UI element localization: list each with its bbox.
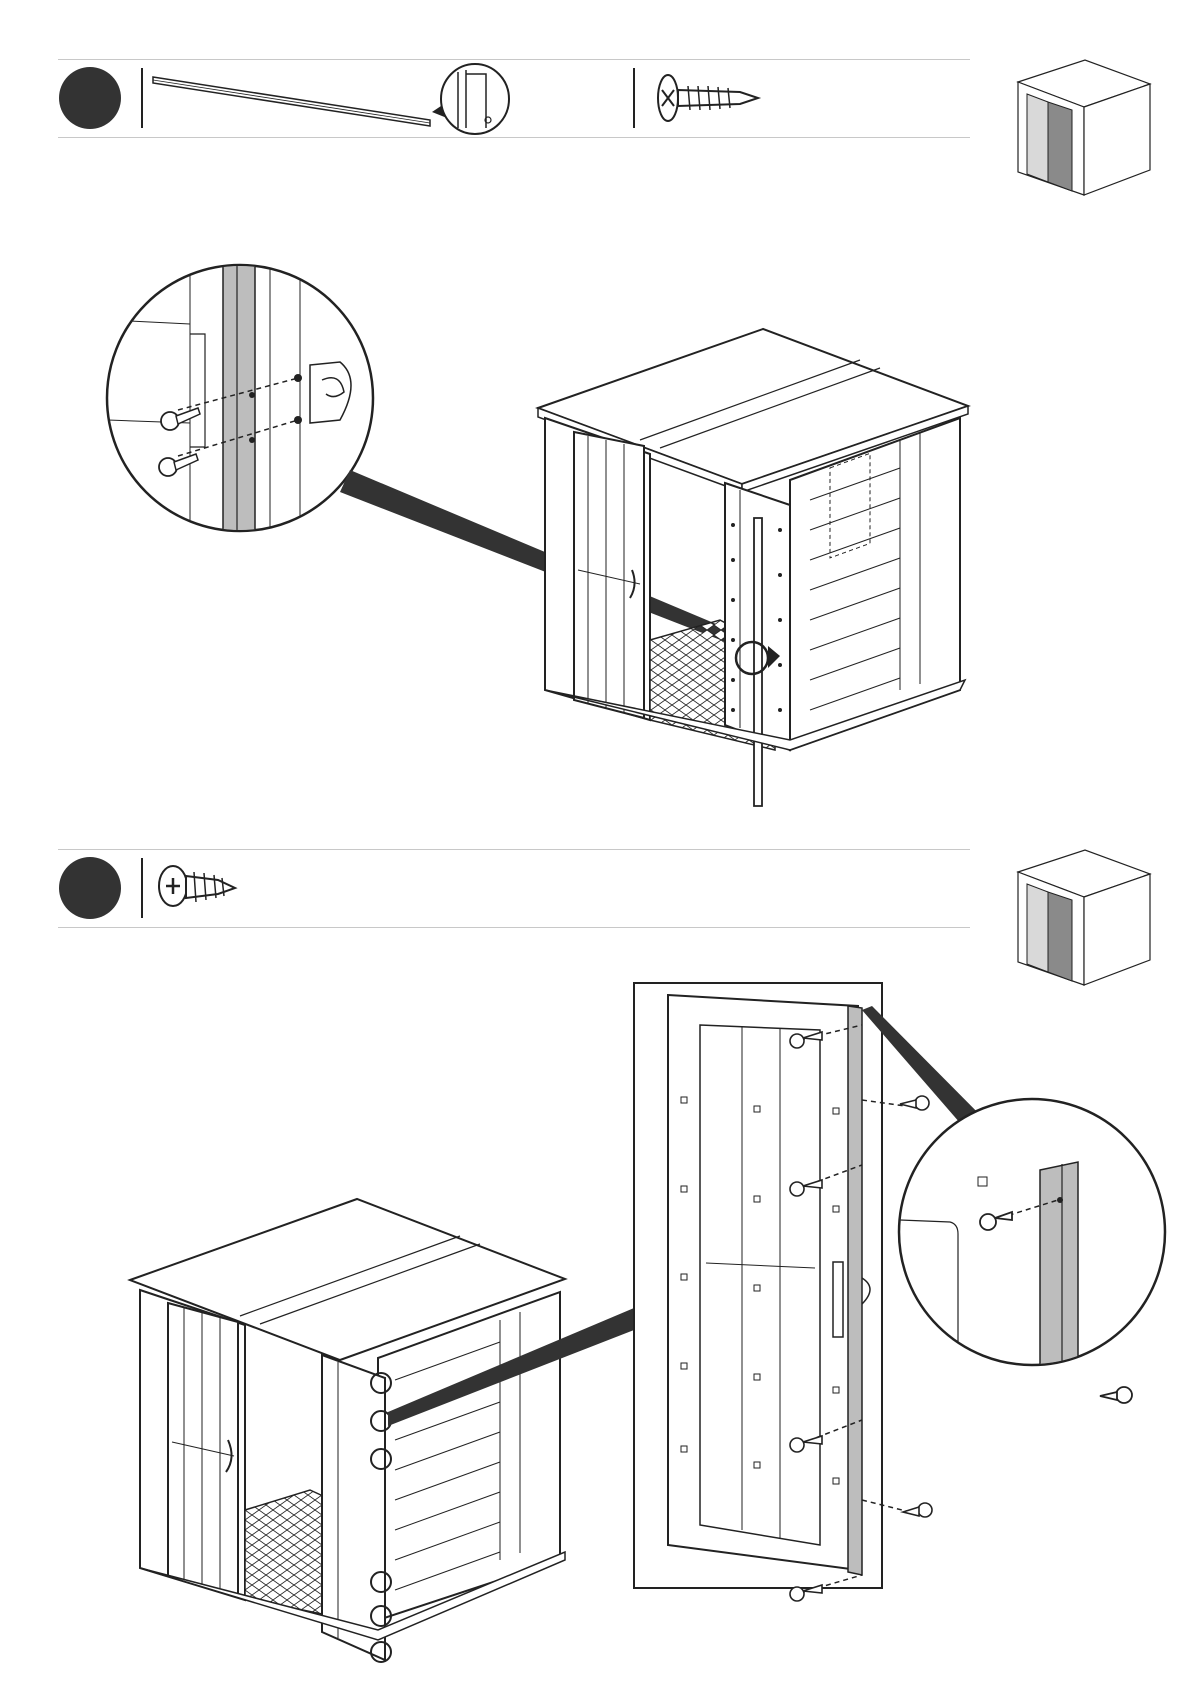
step-a-zoom-detail xyxy=(107,262,373,542)
phillips-screw-icon xyxy=(159,866,235,906)
step-b-top-rule xyxy=(58,849,970,850)
door-screw-5-icon xyxy=(903,1503,932,1517)
shed-thumbnail-b xyxy=(1018,850,1150,985)
drill-point-screw-icon xyxy=(658,75,758,121)
step-a-shed-illustration xyxy=(538,329,968,806)
strip-detail-callout-icon xyxy=(432,64,509,134)
metal-strip-icon xyxy=(153,77,430,126)
zoom-screw-lower-icon xyxy=(1100,1387,1132,1403)
shed-thumbnail-a xyxy=(1018,60,1150,195)
step-b-number-badge xyxy=(59,857,121,919)
step-b-bottom-rule xyxy=(58,927,970,928)
step-b-shed-illustration xyxy=(130,1199,565,1662)
door-screw-2-icon xyxy=(900,1096,929,1110)
step-b-door-detail-box xyxy=(634,983,932,1601)
step-b-zoom-detail xyxy=(899,1099,1165,1412)
step-b-separator xyxy=(141,858,143,918)
